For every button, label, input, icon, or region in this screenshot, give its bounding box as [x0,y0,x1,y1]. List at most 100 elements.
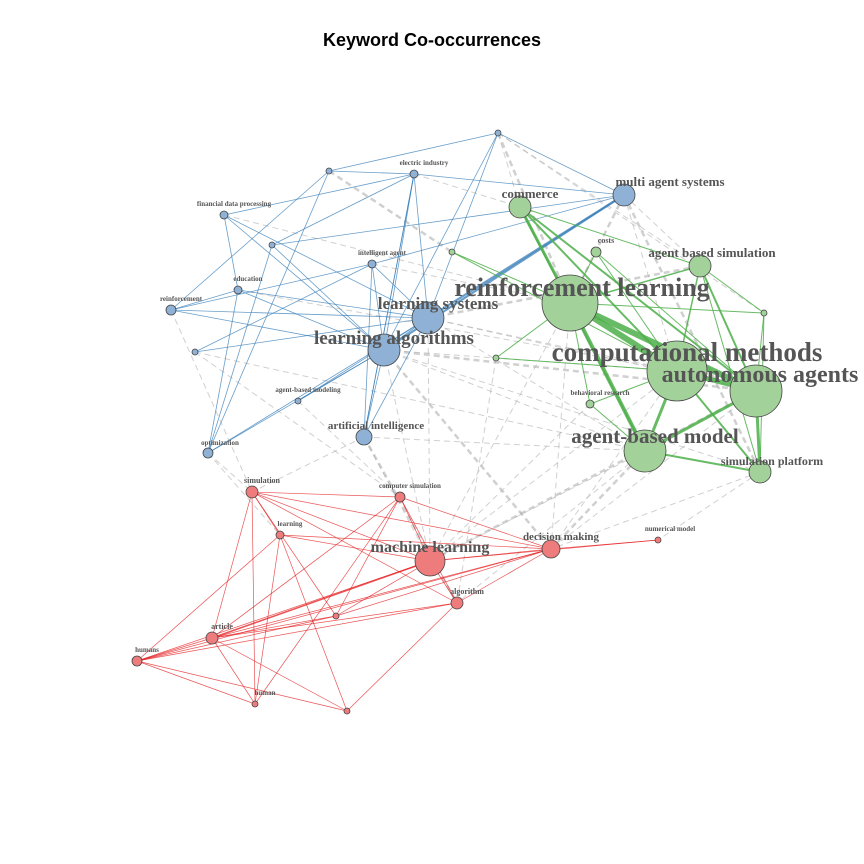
node-label-r7: algorithm [450,587,484,596]
edge-g8-r4 [429,450,646,562]
edge-b2-b8 [383,173,415,351]
node-r12 [343,707,351,715]
edge-b9-b7 [297,317,429,402]
edge-r10-r12 [136,660,348,712]
node-r11 [332,612,340,620]
node-g4 [541,274,599,332]
node-label-g3: agent based simulation [648,245,776,260]
node-label-b3: financial data processing [197,200,272,208]
edge-b8-g8 [383,349,646,452]
edge-g4-r4 [429,302,571,562]
node-g7 [585,399,595,409]
edge-r5-r8 [211,548,552,639]
edge-b9-r2 [297,400,401,498]
node-label-b11: optimization [201,439,239,447]
edge-r4-r10 [136,560,431,662]
node-b8 [367,333,401,367]
node-label-b2: electric industry [400,159,449,167]
edge-b3-b5 [223,214,239,291]
node-label-b8: learning algorithms [314,328,474,349]
node-g2 [590,246,602,258]
node-label-g5: computational methods [552,337,823,367]
edge-b6-b8 [170,309,385,351]
edge-g2-g6 [595,251,757,392]
node-b13 [325,167,333,175]
edge-b6-b4 [170,263,373,311]
node-g10 [448,248,456,256]
edge-r3-r4 [279,534,431,562]
edge-b5-g5 [237,289,678,372]
edge-b7-g8 [427,317,646,452]
node-b15 [191,348,199,356]
edge-b6-r1 [170,309,253,493]
node-r7 [450,596,464,610]
edge-r7-r12 [346,602,458,712]
node-r9 [251,700,259,708]
node-label-g8: agent-based model [571,424,739,448]
edge-r1-r7 [251,491,458,604]
edge-r7-r8 [211,602,458,639]
node-r1 [245,485,259,499]
edge-b14-b2 [271,173,415,246]
edge-b1-g3 [623,194,701,267]
edge-b1-b14 [271,194,625,246]
edge-b12-b7 [427,132,499,319]
edge-r8-r11 [211,615,337,639]
edge-g8-r7 [456,450,646,604]
edge-r3-r9 [254,534,281,705]
edge-g6-r5 [550,390,757,550]
node-b1 [612,183,636,207]
edge-r11-r10 [136,615,337,662]
edge-r1-r8 [211,491,253,639]
edge-r2-r8 [211,496,401,639]
edge-b1-g9 [622,194,762,473]
node-g11 [760,309,768,317]
node-b9 [294,397,302,405]
edge-b8-r5 [383,349,552,550]
edge-b10-g8 [363,436,646,452]
edge-b9-b8 [297,349,385,402]
edge-b12-b13 [328,132,499,172]
edge-r1-r11 [251,491,337,617]
edge-r8-r10 [136,637,213,662]
edge-b5-b11 [207,289,239,454]
node-b7 [411,301,445,335]
edge-b2-b7 [413,173,429,319]
edge-g9-r5 [550,471,761,550]
node-b5 [233,285,243,295]
node-label-b10: artificial intelligence [328,420,424,432]
node-label-r8: article [211,622,233,631]
edge-b7-r4 [427,317,431,562]
node-b10 [355,428,373,446]
edge-g12-r7 [456,357,497,604]
edge-b4-g4 [371,263,571,304]
node-g6 [729,364,783,418]
edge-g1-g3 [519,206,701,267]
edge-b6-b7 [170,309,429,319]
edge-b1-b4 [371,194,625,265]
node-g5 [646,340,708,402]
node-label-r1: simulation [244,476,281,485]
edge-r3-r10 [136,534,281,662]
node-b14 [268,241,276,249]
edge-b11-r1 [207,452,253,493]
node-b6 [165,304,177,316]
edge-b8-r4 [383,349,431,562]
edge-b15-b4 [194,263,373,353]
node-label-g7: behavioral research [570,389,629,397]
node-r4 [414,545,446,577]
edge-r1-r4 [251,491,431,562]
edge-r1-r9 [251,491,256,705]
node-r2 [394,491,406,503]
edge-r2-r11 [335,496,401,617]
node-label-g9: simulation platform [721,454,823,468]
edge-r9-r2 [254,496,401,705]
node-label-b9: agent-based modeling [275,386,341,394]
edge-b1-b12 [497,132,625,196]
edge-b11-b14 [207,244,273,454]
edge-b5-b7 [237,289,429,319]
edge-g4-r5 [550,302,571,550]
edge-g1-g8 [519,206,646,452]
